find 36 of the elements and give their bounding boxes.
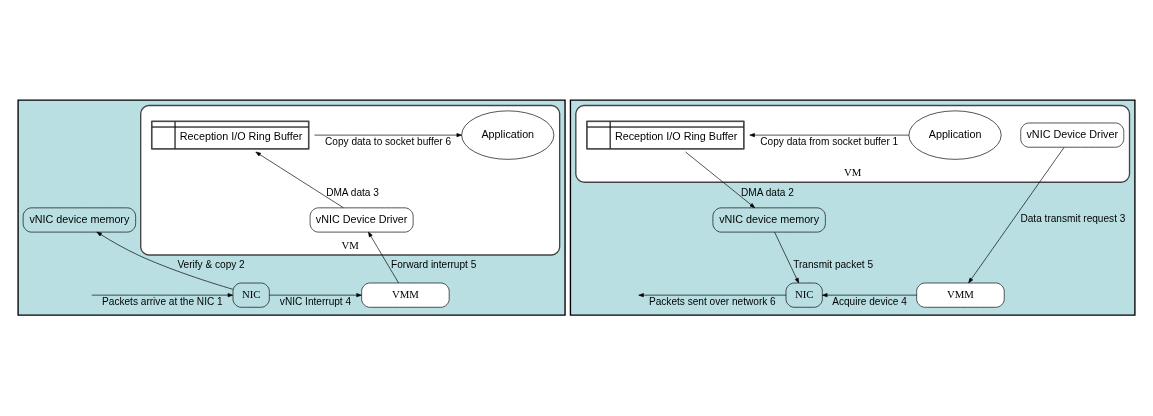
edge-label: DMA data 3	[326, 186, 379, 198]
arrow	[968, 146, 1065, 283]
cluster	[569, 98, 1136, 316]
arrow	[749, 132, 910, 137]
edge-label: Forward interrupt 5	[391, 258, 477, 270]
edge-label: DMA data 2	[741, 186, 794, 198]
edge-label: Verify & copy 2	[177, 258, 245, 270]
node-box: vNIC Device Driver	[1020, 122, 1125, 148]
edge-label: Packets sent over network 6	[648, 295, 776, 307]
arrow	[774, 231, 800, 283]
edge-label: Packets arrive at the NIC 1	[102, 295, 223, 307]
node-ellipse: Application	[461, 110, 555, 160]
arrow	[96, 231, 234, 290]
arrow	[685, 151, 756, 208]
arrow	[91, 292, 234, 297]
arrow	[368, 231, 399, 283]
node-ellipse: Application	[908, 110, 1002, 160]
arrow	[822, 292, 917, 297]
node-box: NIC	[785, 282, 823, 308]
arrow	[638, 292, 787, 297]
arrow	[314, 132, 462, 137]
edge-label: Copy data from socket buffer 1	[760, 135, 899, 147]
edge-label: Acquire device 4	[832, 295, 907, 307]
arrow	[255, 151, 344, 208]
edge-label: Transmit packet 5	[793, 258, 874, 270]
edge-label: Copy data to socket buffer 6	[325, 135, 452, 147]
node-box: VMM	[916, 282, 1005, 308]
node-box: vNIC device memory	[22, 207, 136, 232]
edge-label: Data transmit request 3	[1020, 212, 1126, 224]
node-box: NIC	[232, 282, 270, 308]
edge-label: vNIC Interrupt 4	[279, 295, 352, 307]
arrow	[269, 292, 362, 297]
node-box: vNIC device memory	[712, 207, 826, 232]
node-box: vNIC Device Driver	[309, 207, 414, 232]
cluster	[17, 98, 566, 316]
node-box: VMM	[361, 282, 450, 308]
